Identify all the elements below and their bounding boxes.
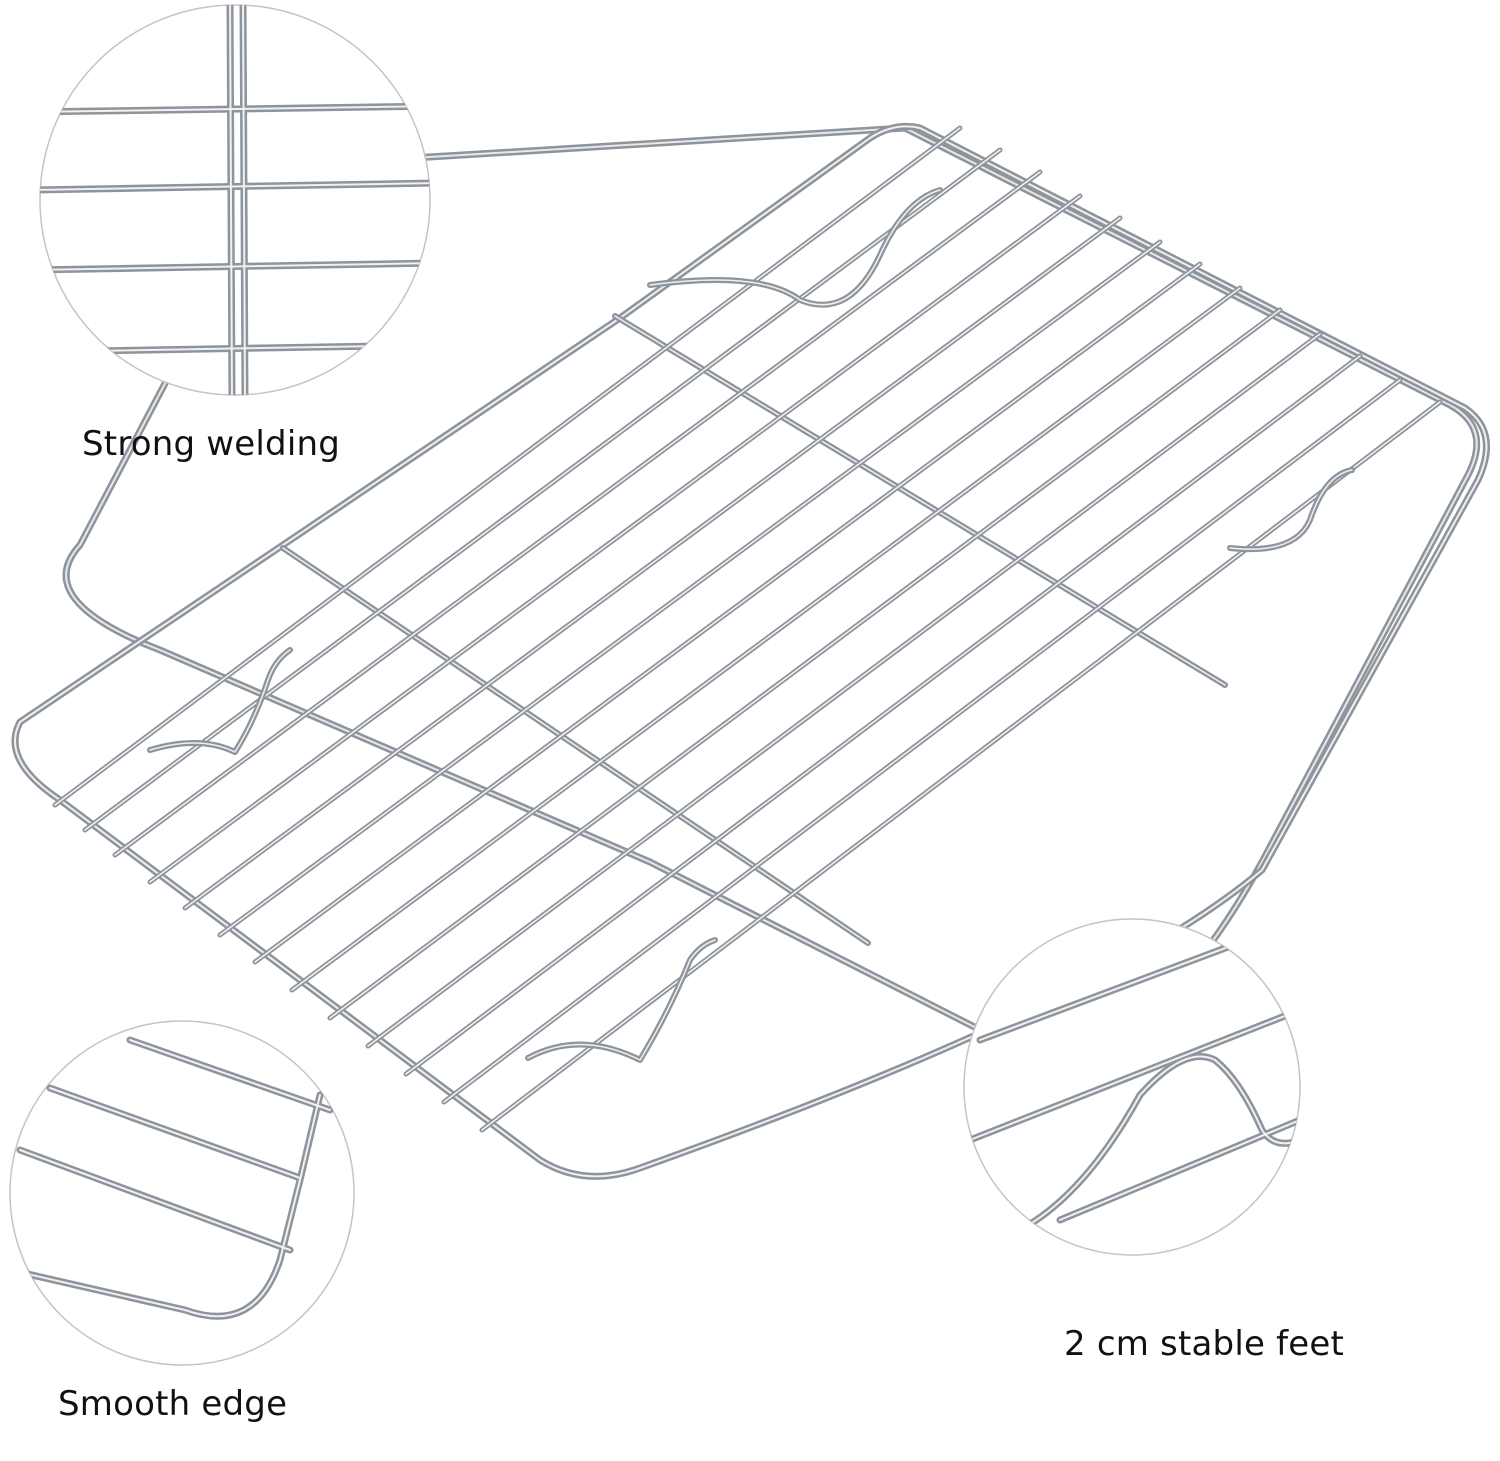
detail-circle-edge <box>9 1020 355 1366</box>
detail-circle-welding <box>39 4 431 396</box>
caption-strong-welding: Strong welding <box>82 424 341 464</box>
detail-circle-feet <box>963 918 1301 1256</box>
caption-smooth-edge: Smooth edge <box>58 1384 288 1424</box>
caption-stable-feet: 2 cm stable feet <box>1064 1324 1345 1364</box>
cooling-rack <box>11 122 1490 1180</box>
rack-outline <box>11 122 1490 1180</box>
